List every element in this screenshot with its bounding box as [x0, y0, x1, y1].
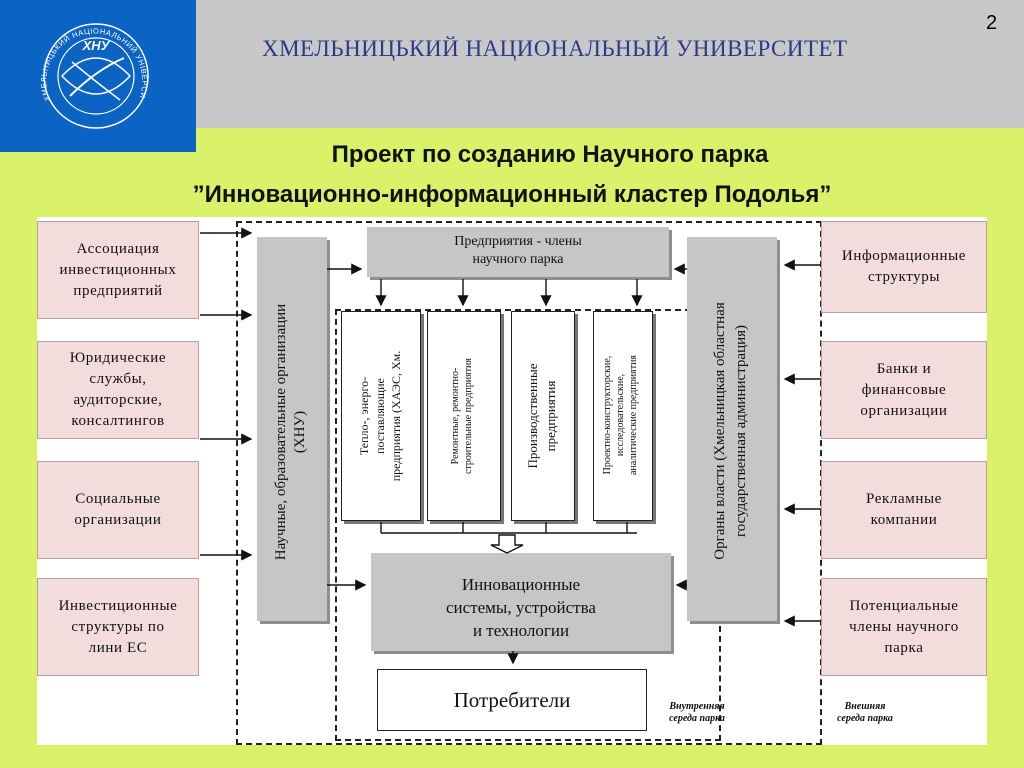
inner-environment-label: Внутренняя середа парка: [669, 701, 725, 724]
authorities-column: [687, 237, 777, 621]
left-box-social-organizations: Социальные организации: [37, 461, 199, 559]
right-box-banks: Банки и финансовые организации: [821, 341, 987, 439]
design-enterprises-box: [593, 311, 653, 521]
repair-enterprises-box: [427, 311, 501, 521]
energy-enterprises-box: [341, 311, 421, 521]
diagram-arrows: [200, 227, 821, 665]
logo-text: ХНУ: [82, 38, 111, 53]
university-logo: ХМЕЛЬНИЦЬКИЙ НАЦІОНАЛЬНИЙ УНІВЕРСИТЕТ ХН…: [0, 0, 196, 152]
consumers-box: [377, 669, 647, 731]
outer-environment-label: Внешняя середа парка: [837, 701, 893, 724]
member-enterprises-label: Предприятия - члены научного парка: [454, 234, 582, 267]
right-box-potential-members: Потенциальные члены научного парка: [821, 578, 987, 676]
cluster-diagram: Ассоциация инвестиционных предприятий Юр…: [37, 217, 987, 745]
page-number: 2: [986, 12, 998, 34]
right-box-advertising: Рекламные компании: [821, 461, 987, 559]
slide-title-line1: Проект по созданию Научного парка: [331, 141, 769, 168]
innovations-label: Инновационные системы, устройства и техн…: [446, 575, 596, 640]
innovations-box: [371, 553, 671, 651]
right-box-information-structures: Информационные структуры: [821, 221, 987, 313]
university-name: ХМЕЛЬНИЦЬКИЙ НАЦИОНАЛЬНЫЙ УНИВЕРСИТЕТ: [262, 36, 848, 61]
slide-title-line2: ”Инновационно-информационный кластер Под…: [192, 181, 832, 208]
science-education-column: [257, 237, 327, 621]
consumers-label: Потребители: [453, 688, 571, 712]
member-enterprises-box: [367, 227, 669, 277]
left-box-investment-association: Ассоциация инвестиционных предприятий: [37, 221, 199, 319]
left-box-legal-services: Юридические службы, аудиторские, консалт…: [37, 341, 199, 439]
production-enterprises-box: [511, 311, 575, 521]
left-box-eu-investment: Инвестиционные структуры по лини ЕС: [37, 578, 199, 676]
